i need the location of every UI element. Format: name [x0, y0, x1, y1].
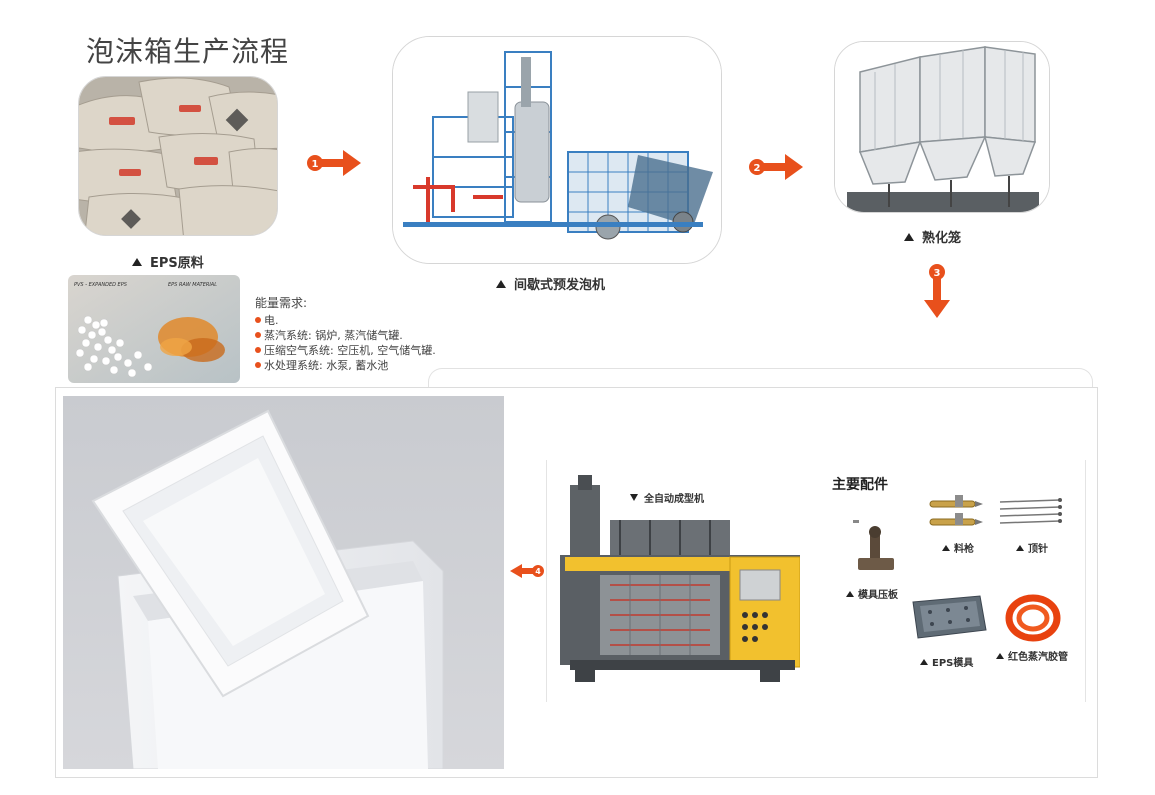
flow-arrow-1-icon: 1 — [307, 150, 361, 176]
caption-triangle-icon — [942, 545, 950, 551]
step-2-caption: 间歇式预发泡机 — [496, 274, 605, 293]
part-caption-steam-hose: 红色蒸汽胶管 — [996, 648, 1068, 663]
flow-arrow-3-number: 3 — [934, 268, 941, 279]
eps-mold-image — [912, 595, 987, 639]
caption-triangle-icon — [496, 280, 506, 288]
ejector-pin-image — [999, 498, 1062, 524]
step-4-caption: 全自动成型机 — [630, 490, 704, 505]
part-caption-ejector-pin: 顶针 — [1016, 540, 1048, 555]
energy-requirements: 能量需求: 电. 蒸汽系统: 锅炉, 蒸汽储气罐. 压缩空气系统: 空压机, 空… — [255, 296, 436, 373]
energy-item: 电. — [255, 313, 436, 328]
flow-arrow-2-icon: 2 — [749, 154, 803, 180]
energy-heading: 能量需求: — [255, 296, 308, 310]
part-caption-mold-clamp: 模具压板 — [846, 586, 898, 601]
beads-label-right: EPS RAW MATERIAL — [168, 282, 217, 288]
flow-arrow-2-number: 2 — [754, 163, 761, 174]
equipment-panel — [546, 460, 1086, 702]
mold-clamp-image — [853, 520, 894, 570]
caption-triangle-icon — [996, 653, 1004, 659]
part-caption-eps-mold: EPS模具 — [920, 654, 973, 669]
bullet-dot-icon — [255, 332, 261, 338]
caption-triangle-icon — [1016, 545, 1024, 551]
flow-arrow-1-number: 1 — [312, 159, 319, 170]
eps-raw-material-photo — [78, 76, 278, 236]
curing-silo-photo — [834, 41, 1050, 213]
caption-triangle-icon — [846, 591, 854, 597]
flow-arrow-4-icon: 4 — [510, 564, 544, 578]
energy-item: 蒸汽系统: 锅炉, 蒸汽储气罐. — [255, 328, 436, 343]
beads-label-left: PVS - EXPANDED EPS — [74, 282, 128, 288]
pre-expander-machine-photo — [392, 36, 722, 264]
feed-gun-image — [929, 495, 983, 526]
caption-triangle-down-icon — [630, 494, 638, 501]
flow-arrow-3-icon: 3 — [924, 264, 950, 318]
red-steam-hose-image — [1005, 594, 1061, 642]
bullet-dot-icon — [255, 362, 261, 368]
page-title: 泡沫箱生产流程 — [86, 35, 290, 68]
caption-triangle-icon — [904, 233, 914, 241]
flow-arrow-4-number: 4 — [535, 567, 541, 576]
bullet-dot-icon — [255, 347, 261, 353]
step-3-caption: 熟化笼 — [904, 227, 961, 246]
energy-item: 水处理系统: 水泵, 蓄水池 — [255, 358, 436, 373]
caption-triangle-icon — [920, 659, 928, 665]
foam-box-photo — [63, 396, 504, 769]
bullet-dot-icon — [255, 317, 261, 323]
part-caption-feed-gun: 料枪 — [942, 540, 974, 555]
eps-beads-photo: PVS - EXPANDED EPS EPS RAW MATERIAL — [68, 275, 240, 383]
energy-item: 压缩空气系统: 空压机, 空气储气罐. — [255, 343, 436, 358]
background-panel-edge — [428, 368, 1093, 398]
step-1-caption: EPS原料 — [132, 252, 204, 271]
molding-machine-image — [560, 475, 800, 682]
caption-triangle-icon — [132, 258, 142, 266]
parts-title: 主要配件 — [832, 477, 888, 493]
